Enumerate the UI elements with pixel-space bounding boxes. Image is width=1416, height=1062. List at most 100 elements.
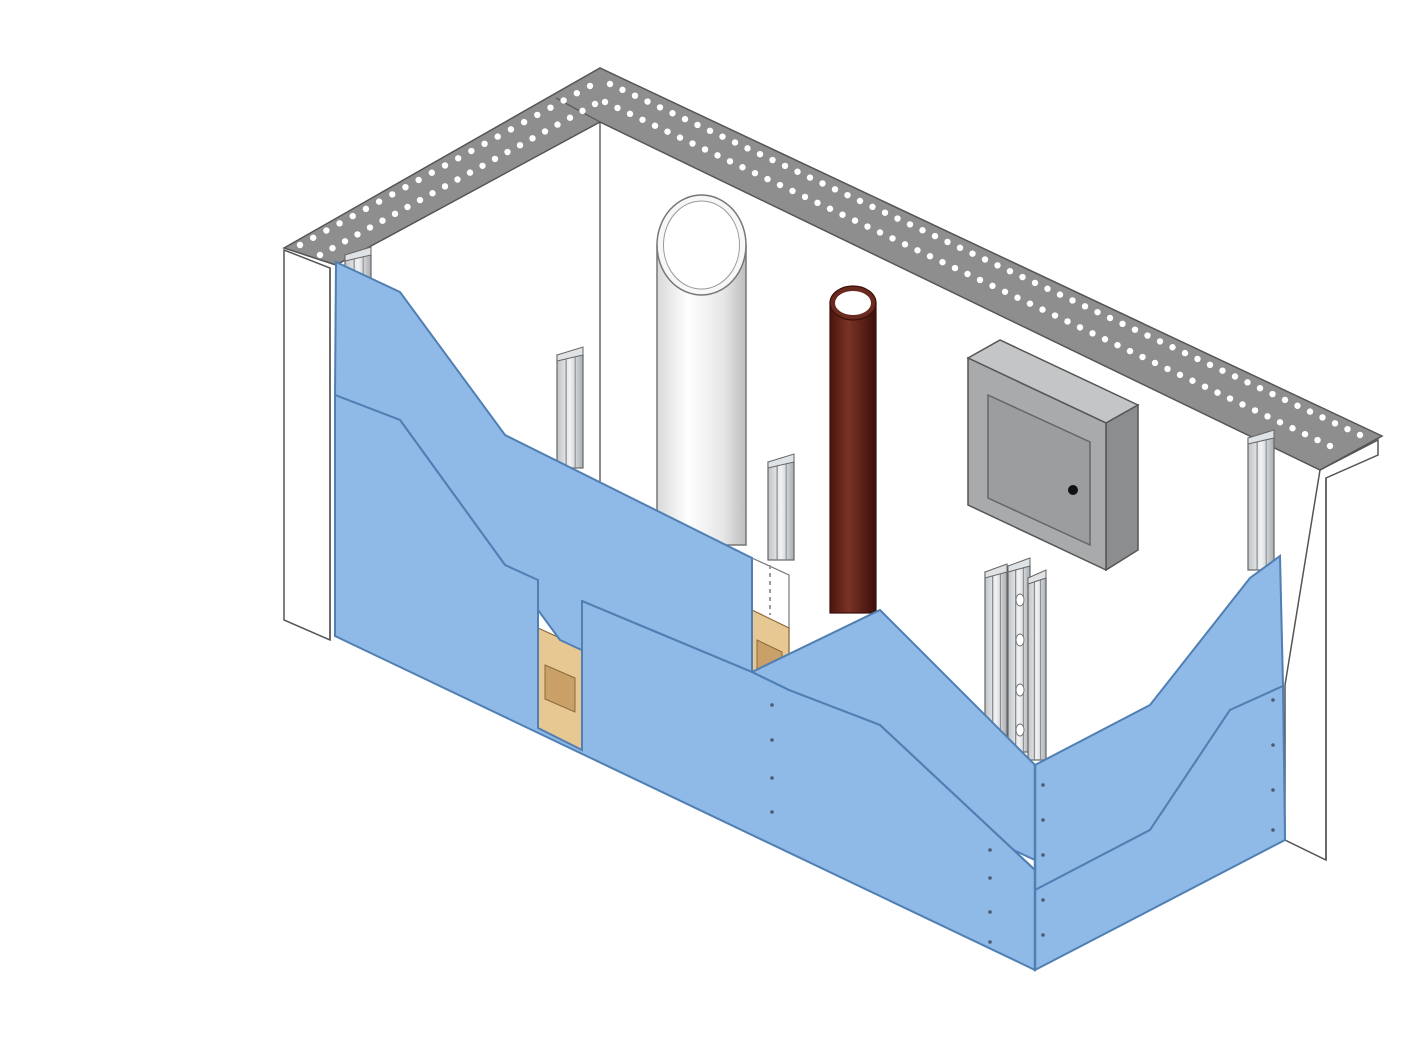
track-hole (534, 111, 541, 119)
cabinet-lock-icon (1068, 485, 1078, 495)
track-hole (516, 141, 524, 149)
track-hole (651, 122, 659, 129)
screw-fasteners (770, 698, 1275, 944)
track-hole (644, 98, 651, 105)
track-hole (1089, 330, 1096, 337)
track-hole (739, 164, 746, 171)
track-hole (520, 118, 528, 126)
track-hole (416, 196, 424, 204)
track-hole (839, 211, 846, 218)
track-hole (586, 82, 594, 90)
track-hole (1281, 396, 1289, 404)
track-hole (541, 128, 549, 135)
track-hole (1039, 306, 1046, 313)
track-hole (676, 134, 684, 141)
screw (1271, 828, 1275, 832)
track-hole (1139, 353, 1146, 361)
track-hole (1101, 336, 1109, 343)
track-hole (906, 221, 914, 228)
track-hole (989, 282, 996, 290)
track-hole (956, 244, 964, 251)
track-hole (1064, 318, 1071, 325)
track-hole (631, 92, 639, 99)
track-hole (856, 197, 864, 205)
track-hole (664, 128, 671, 135)
electrical-cabinet (966, 339, 1140, 572)
track-hole (844, 191, 851, 199)
track-hole (389, 191, 396, 198)
track-hole (976, 276, 984, 284)
track-hole (639, 116, 646, 123)
track-hole (429, 190, 436, 197)
track-hole (1269, 390, 1276, 398)
track-hole (1356, 431, 1364, 439)
track-hole (701, 146, 709, 153)
track-hole (316, 251, 324, 259)
screw (1041, 933, 1045, 937)
track-hole (1239, 401, 1246, 408)
stud-punchout (1015, 723, 1025, 737)
track-hole (547, 104, 554, 111)
track-hole (1219, 367, 1226, 374)
track-hole (1181, 349, 1189, 357)
track-hole (669, 110, 676, 117)
track-hole (1256, 385, 1264, 392)
track-hole (494, 133, 501, 140)
track-hole (1106, 314, 1114, 322)
screw (1041, 853, 1045, 857)
track-hole (789, 187, 796, 195)
track-hole (349, 212, 356, 220)
track-hole (826, 205, 834, 212)
track-hole (1164, 365, 1171, 373)
track-hole (606, 80, 614, 88)
track-hole (554, 121, 561, 128)
track-hole (876, 229, 884, 236)
track-hole (1031, 279, 1039, 287)
track-hole (1076, 324, 1084, 331)
steel-stud (1247, 429, 1275, 571)
track-hole (481, 140, 488, 148)
end-wall-right (1284, 438, 1379, 862)
track-hole (1119, 320, 1126, 328)
track-hole (404, 203, 411, 211)
track-hole (1319, 414, 1326, 421)
steel-stud (1007, 557, 1031, 753)
track-hole (1114, 341, 1121, 349)
track-hole (341, 238, 349, 245)
track-hole (851, 217, 859, 224)
track-hole (764, 175, 771, 183)
track-hole (1244, 379, 1251, 386)
screw (770, 810, 774, 814)
track-hole (1014, 294, 1021, 301)
track-hole (744, 145, 751, 152)
track-hole (466, 169, 474, 176)
track-hole (939, 258, 946, 266)
track-hole (1194, 355, 1201, 363)
track-hole (1231, 373, 1239, 380)
track-hole (1169, 344, 1176, 351)
track-hole (814, 199, 821, 207)
stud-punchout (1015, 593, 1025, 607)
track-hole (529, 135, 536, 142)
track-hole (379, 217, 386, 224)
track-hole (479, 162, 486, 169)
track-hole (1226, 395, 1234, 402)
track-hole (776, 181, 784, 189)
track-hole (731, 139, 739, 146)
track-hole (751, 169, 759, 177)
track-hole (366, 224, 374, 231)
track-hole (1206, 361, 1214, 368)
track-hole (819, 180, 826, 187)
track-hole (1069, 297, 1076, 304)
track-hole (1301, 430, 1309, 438)
track-hole (614, 104, 621, 112)
track-hole (694, 121, 701, 129)
track-hole (391, 210, 399, 218)
large-white-pipe (656, 194, 747, 546)
brown-pipe (829, 285, 877, 614)
track-hole (1026, 300, 1034, 307)
track-hole (1251, 407, 1259, 414)
track-hole (1006, 268, 1014, 275)
